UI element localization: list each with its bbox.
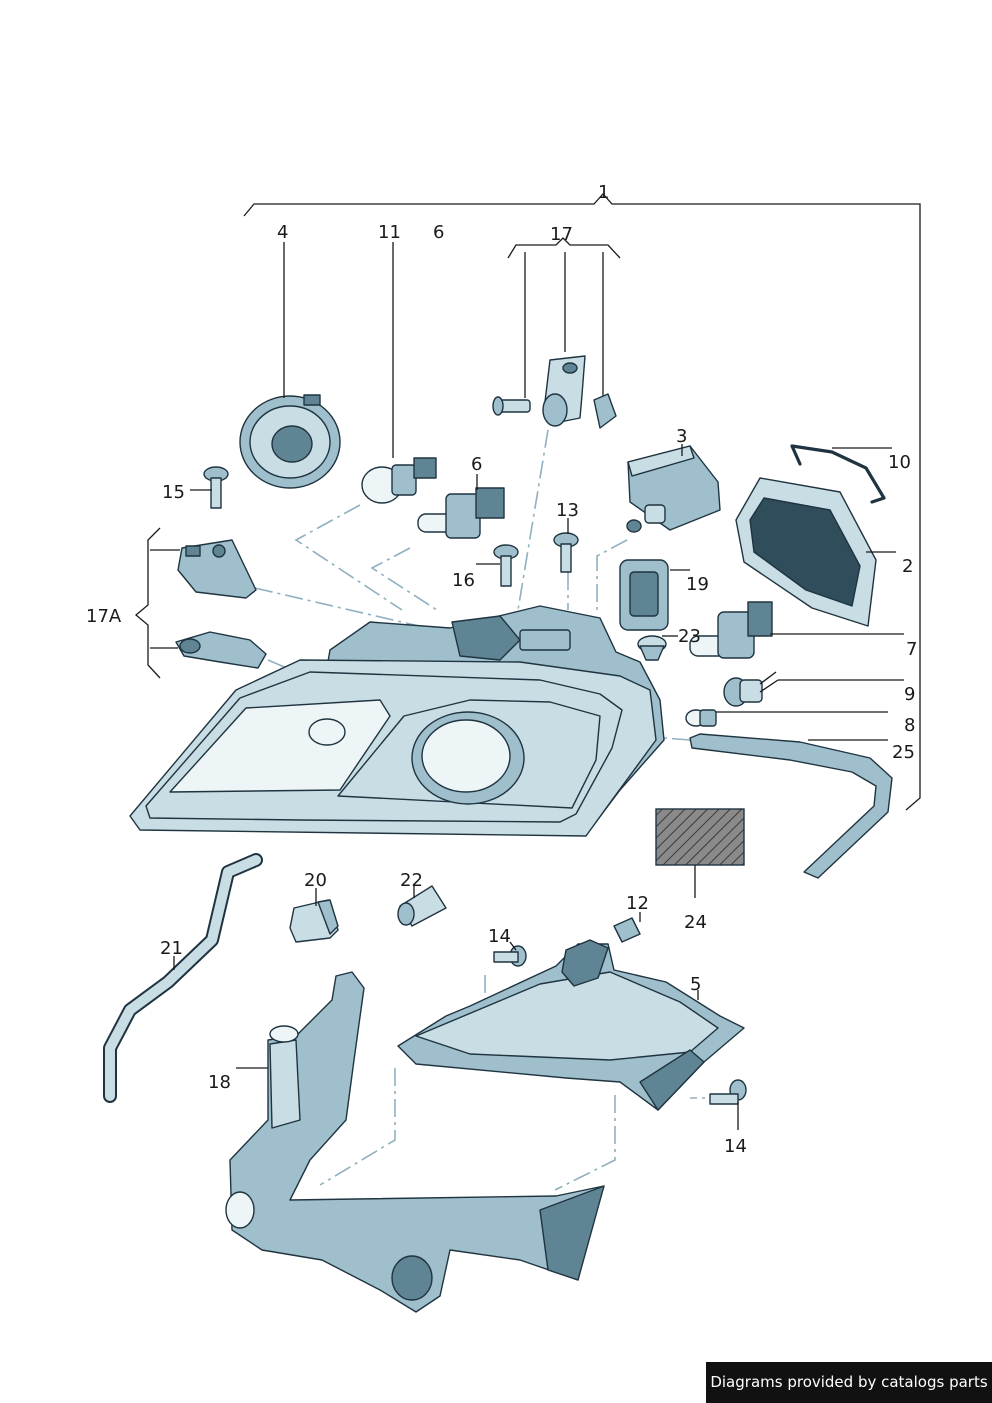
connector-part-19 — [619, 559, 669, 631]
screw-part-14-bottom — [709, 1079, 747, 1105]
callout-2: 2 — [902, 556, 913, 577]
clip-part-20 — [289, 899, 339, 943]
bracket-17a — [134, 527, 180, 679]
grommet-part-22 — [397, 885, 447, 927]
callout-23: 23 — [678, 626, 701, 647]
callout-17a: 17A — [86, 606, 122, 627]
bracket-part-5 — [397, 939, 745, 1111]
headlight-housing — [129, 605, 665, 837]
leader-lines — [173, 242, 904, 1130]
hose-part-21 — [103, 853, 263, 1103]
callout-21: 21 — [160, 938, 183, 959]
adjuster-part-17a-lower — [175, 631, 267, 669]
cap-part-4 — [239, 394, 341, 489]
adjuster-part-17a-upper — [177, 539, 257, 599]
screw-part-14-top — [493, 945, 527, 967]
callout-8: 8 — [904, 715, 915, 736]
support-part-18 — [225, 971, 605, 1313]
callout-7: 7 — [906, 639, 917, 660]
callout-14-top: 14 — [488, 926, 511, 947]
callout-12: 12 — [626, 893, 649, 914]
callout-22: 22 — [400, 870, 423, 891]
callout-5: 5 — [690, 974, 701, 995]
callout-17: 17 — [550, 224, 573, 245]
trim-strip-part-25 — [689, 733, 893, 879]
callout-16: 16 — [452, 570, 475, 591]
callout-11: 11 — [378, 222, 401, 243]
cover-part-2 — [735, 477, 877, 627]
label-part-24 — [655, 808, 745, 898]
spring-clip-part-10 — [790, 444, 886, 504]
callout-14-bottom: 14 — [724, 1136, 747, 1157]
callout-19: 19 — [686, 574, 709, 595]
bracket-17 — [507, 237, 621, 398]
callout-1: 1 — [598, 182, 609, 203]
motor-part-3 — [626, 445, 721, 533]
footer-credit: Diagrams provided by catalogs parts — [706, 1362, 992, 1403]
callout-labels: 1 4 11 6 17 3 10 6 15 13 2 16 19 17A 23 … — [86, 182, 917, 1157]
callout-10: 10 — [888, 452, 911, 473]
screw-part-15 — [203, 466, 229, 509]
screw-part-16 — [493, 544, 519, 587]
assembly-lines — [254, 429, 728, 1191]
callout-24: 24 — [684, 912, 707, 933]
callout-18: 18 — [208, 1072, 231, 1093]
plug-part-23 — [637, 635, 667, 661]
nut-part-12 — [613, 917, 641, 943]
callout-13: 13 — [556, 500, 579, 521]
socket-part-9 — [723, 671, 779, 707]
screw-part-13 — [553, 532, 579, 573]
callout-15: 15 — [162, 482, 185, 503]
callout-4: 4 — [277, 222, 288, 243]
bracket-assembly-1 — [243, 193, 921, 811]
callout-9: 9 — [904, 684, 915, 705]
callout-6: 6 — [471, 454, 482, 475]
bulb-part-8 — [685, 709, 717, 727]
callout-6-top: 6 — [433, 222, 444, 243]
bracket-parts-17 — [492, 355, 617, 429]
bulb-part-6 — [417, 487, 505, 539]
callout-3: 3 — [676, 426, 687, 447]
callout-20: 20 — [304, 870, 327, 891]
callout-25: 25 — [892, 742, 915, 763]
bulb-part-11 — [361, 457, 437, 504]
bulb-part-7 — [689, 601, 773, 659]
